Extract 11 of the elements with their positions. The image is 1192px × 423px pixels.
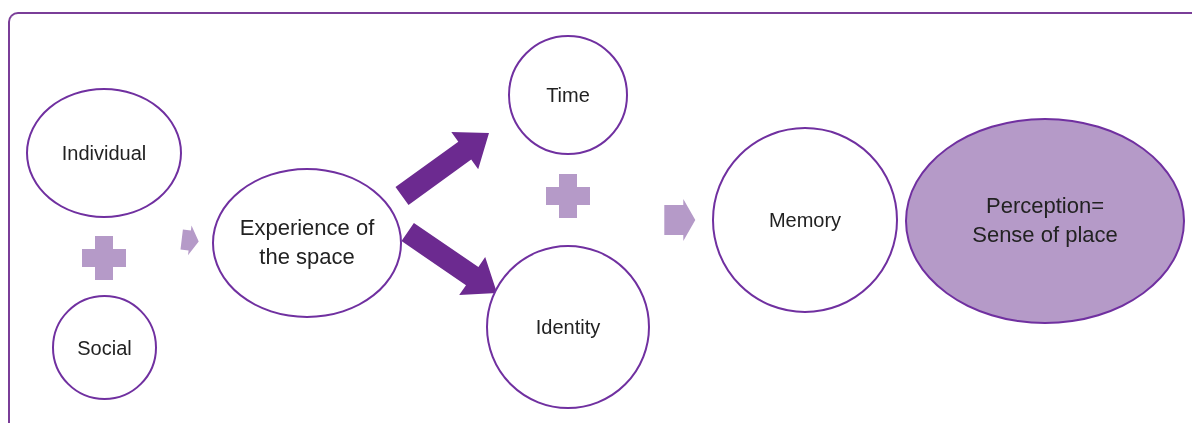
- block-arrow: [401, 223, 497, 296]
- block-arrow: [395, 132, 489, 205]
- node-label: Perception= Sense of place: [971, 192, 1119, 249]
- node-label: Experience of the space: [238, 214, 376, 271]
- node-label: Identity: [535, 315, 601, 340]
- node-label: Time: [546, 83, 590, 108]
- block-arrow: [180, 225, 199, 256]
- node-label: Memory: [768, 208, 842, 233]
- node-label: Social: [77, 335, 132, 361]
- node-label: Individual: [61, 141, 147, 166]
- block-arrow: [664, 199, 696, 241]
